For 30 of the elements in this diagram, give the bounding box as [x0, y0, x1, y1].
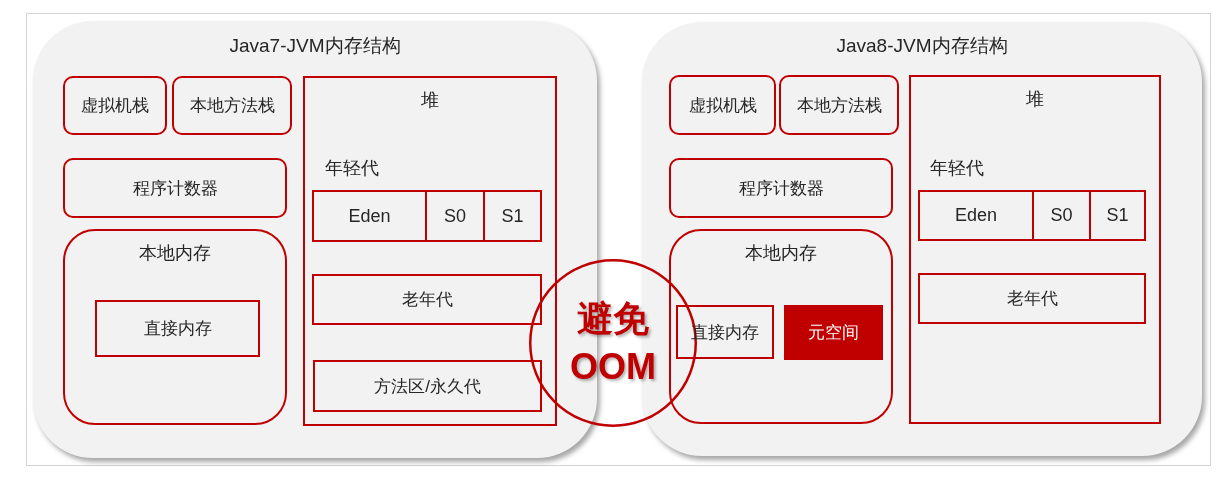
region-box — [909, 75, 1161, 424]
rounded-box: 本地方法栈 — [172, 76, 292, 135]
memory-box: 老年代 — [918, 273, 1146, 324]
rounded-box: 本地方法栈 — [779, 75, 899, 135]
box-cell: S0 — [1034, 192, 1091, 239]
panel-title: Java8-JVM内存结构 — [835, 34, 1009, 58]
box-cell: Eden — [920, 192, 1034, 239]
rounded-box: 程序计数器 — [63, 158, 287, 218]
memory-box: 方法区/永久代 — [313, 360, 542, 412]
memory-box: 老年代 — [312, 274, 542, 325]
callout-text: 避免OOM — [569, 297, 657, 389]
rounded-box: 虚拟机栈 — [669, 75, 776, 135]
group-heading: 年轻代 — [325, 157, 379, 180]
box-cell: S0 — [427, 192, 485, 240]
panel-title: Java7-JVM内存结构 — [228, 34, 402, 58]
box-cell: S1 — [485, 192, 540, 240]
rounded-box: 程序计数器 — [669, 158, 893, 218]
rounded-box: 虚拟机栈 — [63, 76, 167, 135]
box-cell: S1 — [1091, 192, 1144, 239]
region-box — [303, 76, 557, 426]
rounded-box — [63, 229, 287, 425]
box-heading: 堆 — [420, 89, 440, 112]
box-heading: 本地内存 — [138, 242, 212, 265]
rounded-box — [669, 229, 893, 424]
filled-box: 元空间 — [784, 305, 883, 360]
box-cell: Eden — [314, 192, 427, 240]
box-heading: 本地内存 — [744, 242, 818, 265]
box-heading: 堆 — [1025, 88, 1045, 111]
memory-box: 直接内存 — [95, 300, 260, 357]
group-heading: 年轻代 — [930, 157, 984, 180]
